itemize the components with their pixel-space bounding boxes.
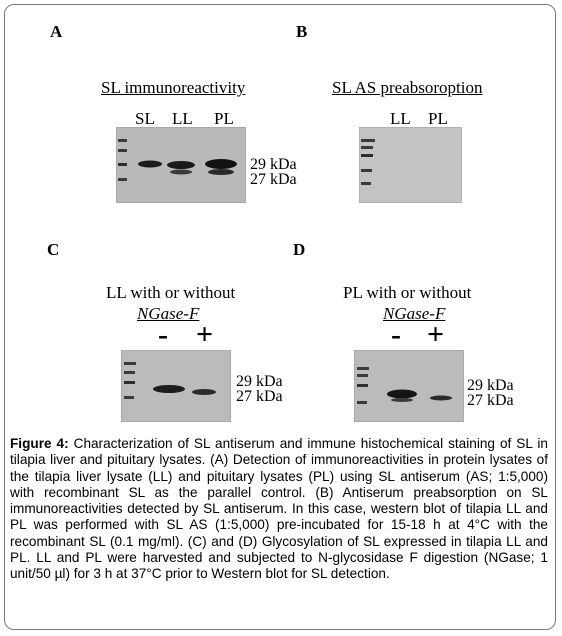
figure-frame bbox=[4, 4, 556, 630]
panel-d-blot-image bbox=[354, 350, 464, 422]
panel-c-plus-sign: + bbox=[196, 318, 214, 351]
panel-b-title: SL AS preabsoroption bbox=[332, 78, 483, 97]
panel-a-lane-sl: SL bbox=[135, 109, 155, 128]
figure-caption-label: Figure 4: bbox=[10, 436, 69, 451]
panel-c-mw-27: 27 kDa bbox=[236, 388, 283, 405]
panel-a-lane-ll: LL bbox=[172, 109, 193, 128]
panel-b-lane-ll: LL bbox=[390, 109, 411, 128]
panel-d-title-line1: PL with or without bbox=[343, 283, 472, 302]
panel-a-mw-27: 27 kDa bbox=[250, 171, 297, 188]
panel-d-letter: D bbox=[293, 240, 306, 259]
figure-caption-text: Characterization of SL antiserum and imm… bbox=[10, 436, 548, 582]
panel-a-title: SL immunoreactivity bbox=[101, 78, 246, 97]
panel-d-minus-sign: - bbox=[391, 318, 401, 351]
figure-caption: Figure 4: Characterization of SL antiser… bbox=[10, 436, 548, 583]
panel-c-letter: C bbox=[47, 240, 60, 259]
panel-d-plus-sign: + bbox=[427, 318, 445, 351]
panel-a-mw-29: 29 kDa bbox=[250, 156, 297, 173]
panel-c-mw-29: 29 kDa bbox=[236, 373, 283, 390]
panel-b-blot-image bbox=[359, 127, 462, 203]
panel-c-blot-image bbox=[121, 350, 231, 422]
panel-a-letter: A bbox=[50, 22, 63, 41]
panel-d-title-line2: NGase-F bbox=[383, 304, 446, 323]
panel-c-minus-sign: - bbox=[158, 318, 168, 351]
panel-a-blot-image bbox=[116, 127, 246, 203]
panel-d-mw-29: 29 kDa bbox=[467, 377, 514, 394]
panel-c-title-line1: LL with or without bbox=[106, 283, 236, 302]
panel-b-lane-pl: PL bbox=[428, 109, 448, 128]
panel-a-lane-pl: PL bbox=[214, 109, 234, 128]
panel-c-title-line2: NGase-F bbox=[137, 304, 200, 323]
panel-b-letter: B bbox=[296, 22, 308, 41]
panel-d-mw-27: 27 kDa bbox=[467, 392, 514, 409]
